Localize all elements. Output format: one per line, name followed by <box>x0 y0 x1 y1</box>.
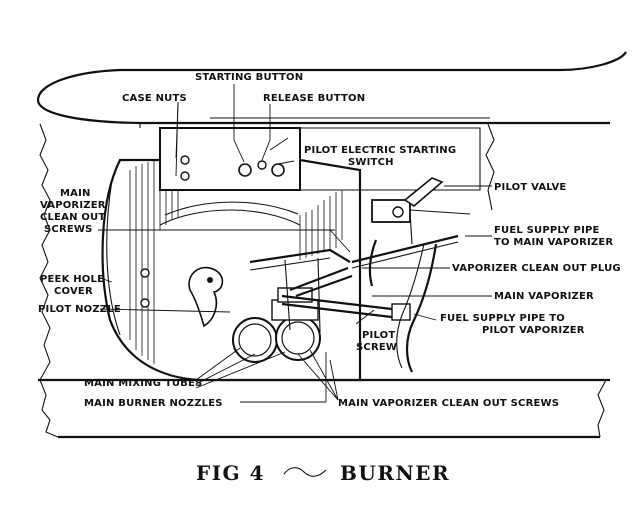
label-main-vaporizer-screws-1: MAIN <box>60 188 91 199</box>
case-nut-icon <box>180 155 190 165</box>
main-vaporizer <box>249 248 411 333</box>
leader-lines <box>98 84 492 403</box>
label-starting-button: STARTING BUTTON <box>195 72 303 83</box>
label-pilot-screw-2: SCREW <box>356 342 397 353</box>
upper-casing <box>36 51 627 128</box>
caption-figure-number: FIG 4 <box>196 461 265 485</box>
label-switch: SWITCH <box>348 157 394 168</box>
caption-tilde-icon <box>283 467 327 477</box>
label-peek-hole-1: PEEK HOLE <box>40 274 104 285</box>
label-pilot-screw-1: PILOT <box>362 330 395 341</box>
label-main-vaporizer-screws-2: VAPORIZER <box>40 200 106 211</box>
burner-housing <box>101 158 362 382</box>
label-pilot-electric-starting: PILOT ELECTRIC STARTING <box>304 145 456 156</box>
release-button-icon <box>271 163 285 177</box>
label-main-vaporizer-screws-3: CLEAN OUT <box>40 212 105 223</box>
label-fuel-main-2: TO MAIN VAPORIZER <box>494 237 613 248</box>
label-fuel-pilot-2: PILOT VAPORIZER <box>482 325 585 336</box>
pilot-valve <box>371 177 471 223</box>
starting-button-icon <box>238 163 252 177</box>
caption-title: BURNER <box>340 461 450 485</box>
bolt-icon <box>140 268 150 278</box>
label-main-vaporizer-screws-4: SCREWS <box>44 224 93 235</box>
label-pilot-nozzle: PILOT NOZZLE <box>38 304 121 315</box>
label-peek-hole-2: COVER <box>54 286 93 297</box>
label-fuel-main-1: FUEL SUPPLY PIPE <box>494 225 600 236</box>
label-fuel-pilot-1: FUEL SUPPLY PIPE TO <box>440 313 565 324</box>
label-vaporizer-clean-out-plug: VAPORIZER CLEAN OUT PLUG <box>452 263 621 274</box>
label-main-burner-nozzles: MAIN BURNER NOZZLES <box>84 398 223 409</box>
right-wall-edge <box>485 123 495 211</box>
label-pilot-valve: PILOT VALVE <box>494 182 566 193</box>
label-case-nuts: CASE NUTS <box>122 93 187 104</box>
label-main-vaporizer: MAIN VAPORIZER <box>494 291 594 302</box>
bolt-icon <box>140 298 150 308</box>
button-knob-icon <box>257 160 267 170</box>
label-release-button: RELEASE BUTTON <box>263 93 365 104</box>
label-main-mixing-tubes: MAIN MIXING TUBES <box>84 378 202 389</box>
pilot-switch-box <box>159 127 481 191</box>
left-wall-edge <box>39 123 51 381</box>
case-nut-icon <box>180 171 190 181</box>
label-main-vaporizer-clean-out-screws: MAIN VAPORIZER CLEAN OUT SCREWS <box>338 398 559 409</box>
fuel-supply-pipes <box>351 211 459 373</box>
